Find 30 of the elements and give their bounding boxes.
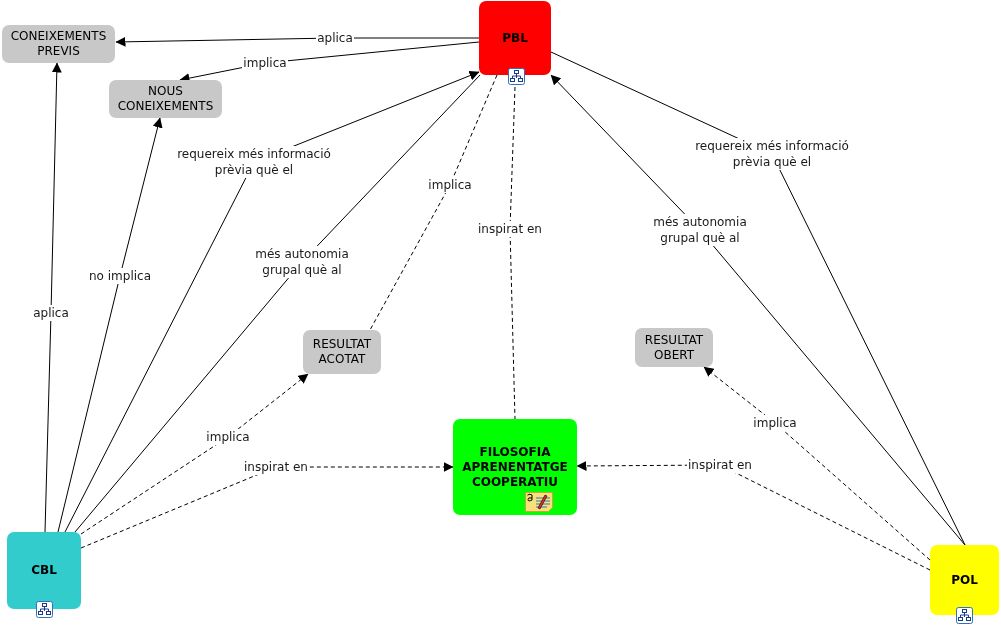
concept-label: FILOSOFIA APRENENTATGE COOPERATIU bbox=[461, 444, 569, 490]
concept-box bbox=[303, 330, 381, 374]
connector-arrow bbox=[80, 462, 454, 549]
connector-arrow bbox=[703, 366, 931, 561]
concept-box bbox=[635, 328, 713, 367]
concept-label: PBL bbox=[502, 30, 528, 46]
concept-box bbox=[109, 80, 222, 118]
concept-box bbox=[2, 25, 115, 63]
connector-arrow bbox=[57, 117, 163, 533]
edge-label: inspirat en bbox=[687, 457, 753, 473]
concept-label: CBL bbox=[31, 563, 57, 578]
edge-label: inspirat en bbox=[477, 221, 543, 237]
connector-arrow bbox=[44, 62, 62, 533]
concept-label: RESULTAT ACOTAT bbox=[311, 337, 373, 367]
concept-label: POL bbox=[951, 572, 978, 588]
concept-label: CONEIXEMENTS PREVIS bbox=[9, 29, 108, 59]
connector-arrow bbox=[80, 373, 309, 535]
concept-label: RESULTAT OBERT bbox=[643, 332, 705, 363]
edge-label: inspirat en bbox=[243, 459, 309, 475]
edge-label: implica bbox=[205, 429, 251, 445]
edge-label: aplica bbox=[32, 305, 70, 321]
edge-label: aplica bbox=[316, 30, 354, 46]
connector-arrow bbox=[576, 460, 931, 571]
edge-label: no implica bbox=[88, 268, 152, 284]
concept-label: NOUS CONEIXEMENTS bbox=[116, 84, 215, 114]
connector-arrow bbox=[115, 36, 480, 47]
edge-label: implica bbox=[427, 177, 473, 193]
edge-label: implica bbox=[752, 415, 798, 431]
concept-box bbox=[453, 419, 577, 515]
edge-label: implica bbox=[242, 55, 288, 71]
